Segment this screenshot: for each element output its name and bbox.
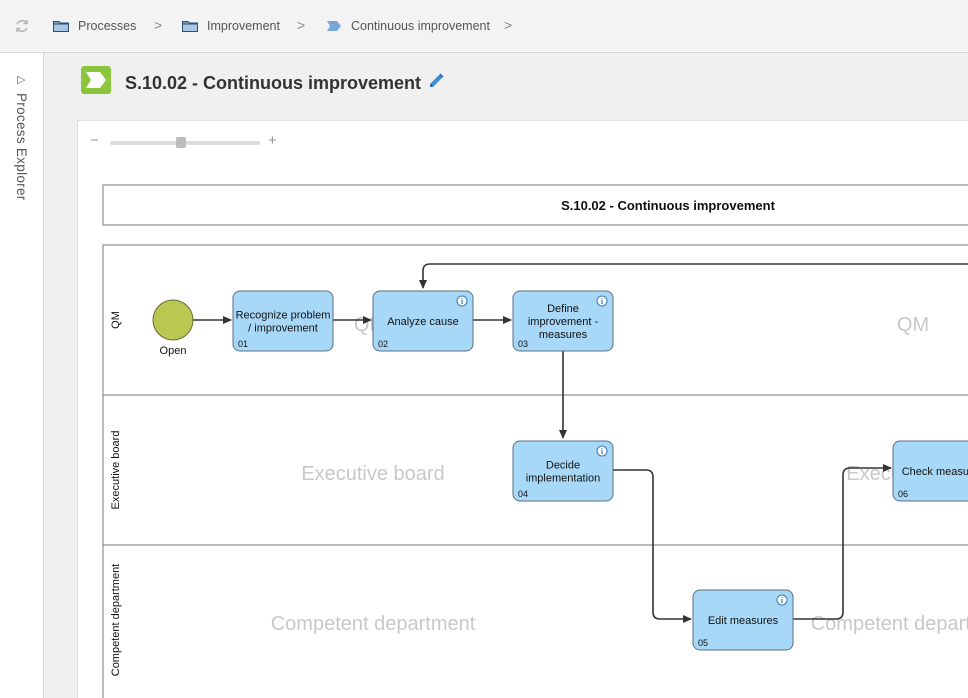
info-icon[interactable] <box>776 594 788 606</box>
info-icon-glyph: i <box>601 297 604 306</box>
info-icon[interactable] <box>596 295 608 307</box>
task-number: 06 <box>898 489 908 499</box>
pool-title-box <box>102 184 968 226</box>
pool-title: S.10.02 - Continuous improvement <box>561 198 775 213</box>
breadcrumb-separator: > <box>297 17 306 33</box>
task-label: measures <box>539 329 588 341</box>
lane-watermark: QM <box>897 314 929 336</box>
page-title: S.10.02 - Continuous improvement <box>125 73 422 93</box>
edit-pencil-icon[interactable] <box>427 72 445 90</box>
task-02[interactable]: Analyze cause 02 i <box>372 290 474 352</box>
task-box[interactable] <box>692 589 794 651</box>
task-box[interactable] <box>512 290 614 352</box>
task-06[interactable]: Check measures 06 <box>892 440 968 502</box>
process-explorer-label: Process Explorer <box>14 93 29 201</box>
expand-arrow-icon[interactable]: ▷ <box>17 74 26 86</box>
task-label: Analyze cause <box>387 316 459 328</box>
loop-back-arrow <box>419 263 968 289</box>
task-number: 02 <box>378 339 388 349</box>
breadcrumb-separator: > <box>504 17 513 33</box>
task-number: 01 <box>238 339 248 349</box>
task-number: 05 <box>698 638 708 648</box>
zoom-slider-thumb[interactable] <box>175 137 186 148</box>
breadcrumb-item-improvement[interactable]: Improvement <box>182 18 280 34</box>
process-chevron-icon <box>326 20 342 32</box>
breadcrumb-separator: > <box>154 17 163 33</box>
info-icon[interactable] <box>456 295 468 307</box>
task-label: improvement - <box>528 316 599 328</box>
task-box[interactable] <box>232 290 334 352</box>
breadcrumb-label: Improvement <box>207 19 280 33</box>
info-icon[interactable] <box>596 445 608 457</box>
task-label: Edit measures <box>708 615 779 627</box>
lane-label-executive-board: Executive board <box>110 431 122 510</box>
lane-watermark: Competent department <box>811 613 968 635</box>
breadcrumb-item-continuous-improvement[interactable]: Continuous improvement <box>326 18 490 34</box>
breadcrumb-item-processes[interactable]: Processes <box>53 18 136 34</box>
task-label: / improvement <box>248 323 318 335</box>
breadcrumb-label: Continuous improvement <box>351 19 490 33</box>
process-diagram: S.10.02 - Continuous improvement QM Exec… <box>102 184 968 698</box>
start-event[interactable] <box>152 299 194 341</box>
task-label: Recognize problem <box>236 310 331 322</box>
refresh-icon[interactable] <box>13 18 31 36</box>
task-box[interactable] <box>892 440 968 502</box>
task-05[interactable]: Edit measures 05 i <box>692 589 794 651</box>
folder-icon <box>182 20 198 32</box>
zoom-out-button[interactable]: − <box>90 132 99 149</box>
process-type-icon <box>81 66 111 94</box>
zoom-in-button[interactable]: + <box>268 132 277 149</box>
task-label: Check measures <box>902 466 968 478</box>
task-box[interactable] <box>512 440 614 502</box>
task-box[interactable] <box>372 290 474 352</box>
flow-arrow <box>613 469 692 623</box>
folder-icon <box>53 20 69 32</box>
diagram-canvas[interactable]: − + S.10.02 - Continuous improvement QM … <box>77 120 968 698</box>
info-icon-glyph: i <box>781 596 784 605</box>
info-icon-glyph: i <box>461 297 464 306</box>
lane-watermark: Competent department <box>271 613 476 635</box>
task-label: implementation <box>526 473 601 485</box>
task-number: 03 <box>518 339 528 349</box>
flow-arrow <box>793 464 892 620</box>
info-icon-glyph: i <box>601 447 604 456</box>
start-event-label: Open <box>160 345 187 357</box>
breadcrumb-label: Processes <box>78 19 137 33</box>
task-label: Define <box>547 303 579 315</box>
task-label: Decide <box>546 460 580 472</box>
lane-competent-department <box>102 544 968 698</box>
lane-watermark: Executive board <box>301 463 444 485</box>
lane-label-competent-department: Competent department <box>110 564 122 677</box>
process-explorer-tab[interactable]: ▷ Process Explorer <box>0 53 44 698</box>
breadcrumb-bar: Processes > Improvement > Continuous imp… <box>0 0 968 53</box>
lane-label-qm: QM <box>110 311 122 329</box>
task-number: 04 <box>518 489 528 499</box>
